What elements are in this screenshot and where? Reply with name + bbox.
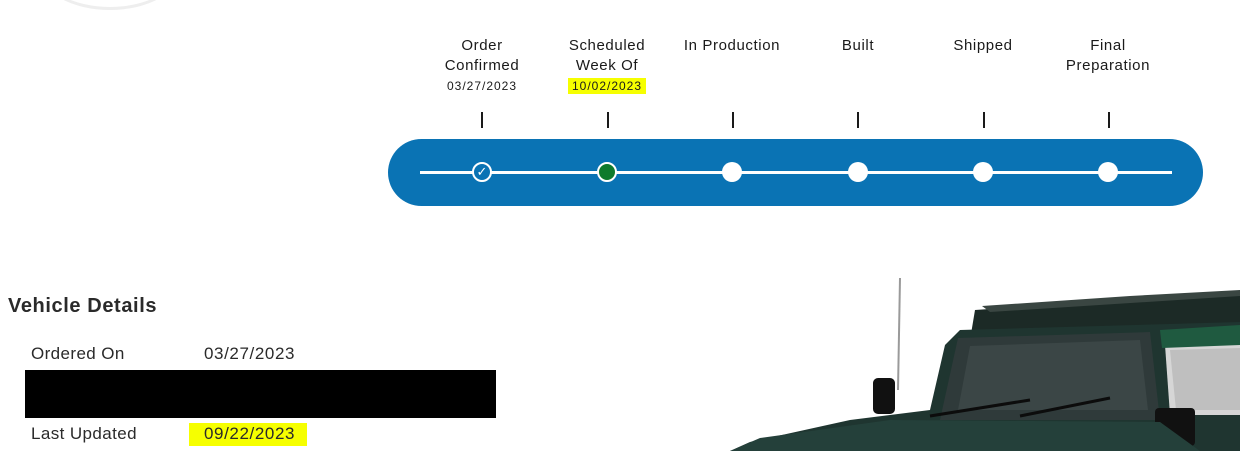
check-icon: ✓ [472, 162, 492, 182]
step-built: Built [793, 36, 923, 56]
last-updated-label: Last Updated [31, 424, 137, 443]
pending-step-dot [722, 162, 742, 182]
vehicle-details-heading: Vehicle Details [8, 295, 158, 317]
step-title: Shipped [953, 37, 1013, 54]
step-tick [857, 112, 859, 128]
decorative-arc [40, 0, 180, 10]
redacted-block [25, 370, 496, 418]
ordered-on-value: 03/27/2023 [204, 344, 296, 363]
step-tick [481, 112, 483, 128]
step-title: Order Confirmed [444, 37, 520, 74]
step-date: 03/27/2023 [446, 79, 518, 93]
progress-line [420, 171, 1172, 174]
step-final-preparation: Final Preparation [1043, 36, 1173, 76]
last-updated-value: 09/22/2023 [189, 423, 308, 446]
current-step-dot [597, 162, 617, 182]
step-scheduled-week-of: Scheduled Week Of 10/02/2023 [542, 36, 672, 96]
step-title: Scheduled Week Of [568, 37, 646, 74]
step-tick [607, 112, 609, 128]
step-title: Built [841, 37, 875, 54]
step-date: 10/02/2023 [567, 78, 647, 94]
step-tick [1108, 112, 1110, 128]
step-order-confirmed: Order Confirmed 03/27/2023 [417, 36, 547, 96]
step-shipped: Shipped [918, 36, 1048, 56]
pending-step-dot [1098, 162, 1118, 182]
pending-step-dot [973, 162, 993, 182]
vehicle-image [730, 277, 1240, 451]
step-in-production: In Production [667, 36, 797, 56]
step-title: Final Preparation [1065, 37, 1151, 74]
step-tick [983, 112, 985, 128]
ordered-on-label: Ordered On [31, 344, 125, 363]
pending-step-dot [848, 162, 868, 182]
step-title: In Production [683, 37, 781, 54]
step-tick [732, 112, 734, 128]
